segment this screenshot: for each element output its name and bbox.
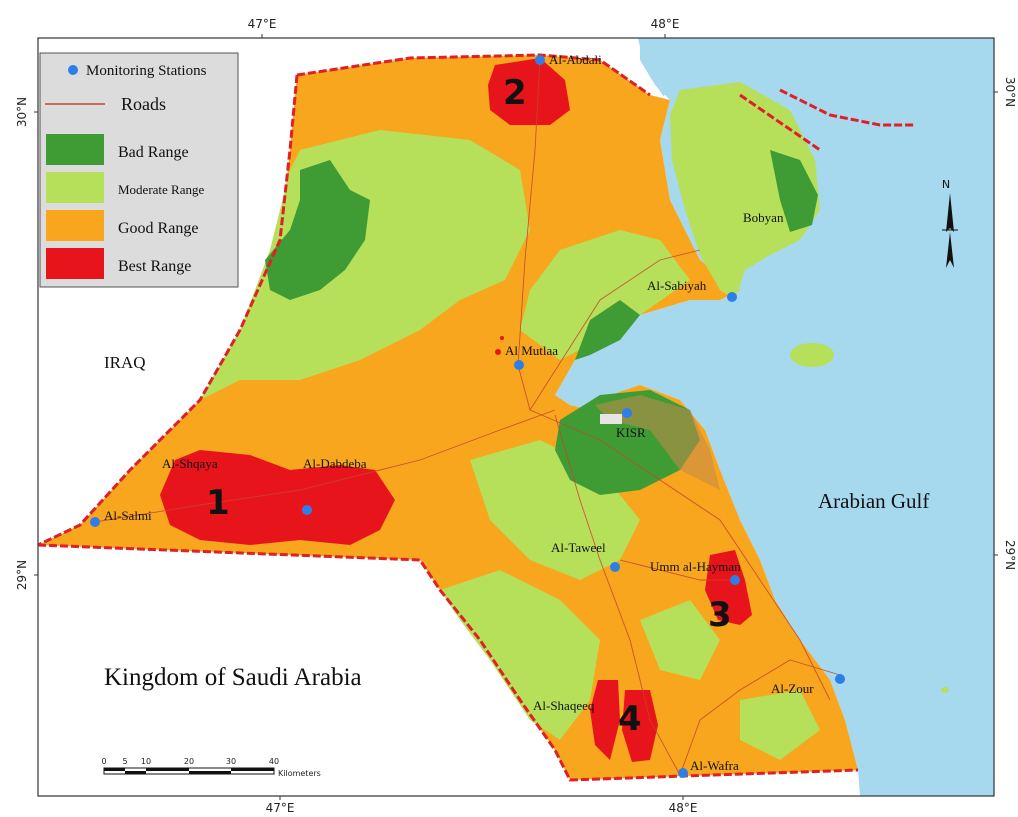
label-arabian-gulf: Arabian Gulf: [818, 489, 929, 513]
scale-tick: 30: [226, 757, 236, 766]
station-marker: [622, 408, 632, 418]
legend-best-swatch: [46, 248, 104, 279]
station-label: Al-Zour: [771, 681, 814, 696]
kuwait-mainland: [38, 55, 858, 780]
scale-tick: 20: [184, 757, 194, 766]
legend-good-swatch: [46, 210, 104, 241]
station-label: Al-Taweel: [551, 540, 606, 555]
legend-label-stations: Monitoring Stations: [86, 63, 207, 79]
zone-number-2: 2: [503, 73, 527, 113]
lon-label-bottom-48: 48°E: [669, 801, 698, 815]
label-saudi-arabia: Kingdom of Saudi Arabia: [104, 664, 362, 691]
station-label: Al-Abdali: [549, 52, 602, 67]
station-label: Al-Salmi: [104, 508, 152, 523]
scale-tick: 40: [269, 757, 279, 766]
lat-label-left-30: 30°N: [15, 97, 29, 127]
lon-label-bottom-47: 47°E: [266, 801, 295, 815]
station-marker: [610, 562, 620, 572]
sea-area: [555, 38, 994, 796]
legend-label-good: Good Range: [118, 220, 198, 237]
legend-bad-swatch: [46, 134, 104, 165]
best-zones: [160, 58, 752, 762]
station-marker: [90, 517, 100, 527]
station-label: Al Mutlaa: [505, 343, 558, 358]
legend-station-swatch: [68, 65, 78, 75]
lon-label-top-47: 47°E: [248, 17, 277, 31]
zone-number-3: 3: [708, 595, 732, 635]
north-label: N: [942, 178, 950, 191]
lat-label-right-29: 29°N: [1003, 540, 1017, 570]
label-al-shaqeeq: Al-Shaqeeq: [533, 698, 595, 713]
lat-label-left-29: 29°N: [15, 560, 29, 590]
lat-label-right-30: 30°N: [1003, 77, 1017, 107]
label-iraq: IRAQ: [104, 353, 146, 372]
urban-area: [595, 395, 720, 490]
label-bobyan: Bobyan: [743, 210, 784, 225]
station-marker: [535, 55, 545, 65]
station-label: Al-Dabdeba: [303, 456, 367, 471]
station-label: Umm al-Hayman: [650, 559, 741, 574]
station-marker: [727, 292, 737, 302]
station-label: KISR: [616, 425, 646, 440]
scale-bar: 0 5 10 20 30 40 Kilometers: [101, 757, 320, 778]
station-label: Al-Wafra: [690, 758, 739, 773]
lon-label-top-48: 48°E: [651, 17, 680, 31]
label-al-shqaya: Al-Shqaya: [162, 456, 218, 471]
scale-unit: Kilometers: [278, 769, 321, 778]
map-legend: Monitoring Stations Roads Bad Range Mode…: [39, 52, 239, 288]
north-arrow-icon: [946, 193, 954, 232]
scale-tick: 5: [122, 757, 127, 766]
legend-label-bad: Bad Range: [118, 144, 189, 161]
station-marker: [730, 575, 740, 585]
scale-tick: 0: [101, 757, 106, 766]
bobyan-island: [670, 82, 820, 300]
legend-label-moderate: Moderate Range: [118, 182, 205, 197]
graticule: 47°E 48°E 47°E 48°E 30°N 29°N 30°N 29°N: [15, 17, 1017, 815]
legend-label-best: Best Range: [118, 258, 191, 275]
station-marker: [678, 768, 688, 778]
scale-tick: 10: [141, 757, 151, 766]
road-network: [94, 59, 841, 776]
station-label: Al-Sabiyah: [647, 278, 707, 293]
north-arrow: N: [942, 178, 958, 268]
zone-number-1: 1: [206, 483, 230, 523]
zone-number-4: 4: [618, 699, 642, 739]
station-marker: [514, 360, 524, 370]
station-marker: [835, 674, 845, 684]
monitoring-stations: Al-Abdali Al-Sabiyah Al Mutlaa KISR Al-D…: [90, 52, 845, 778]
legend-label-roads: Roads: [121, 94, 166, 114]
legend-moderate-swatch: [46, 172, 104, 203]
station-marker: [302, 505, 312, 515]
